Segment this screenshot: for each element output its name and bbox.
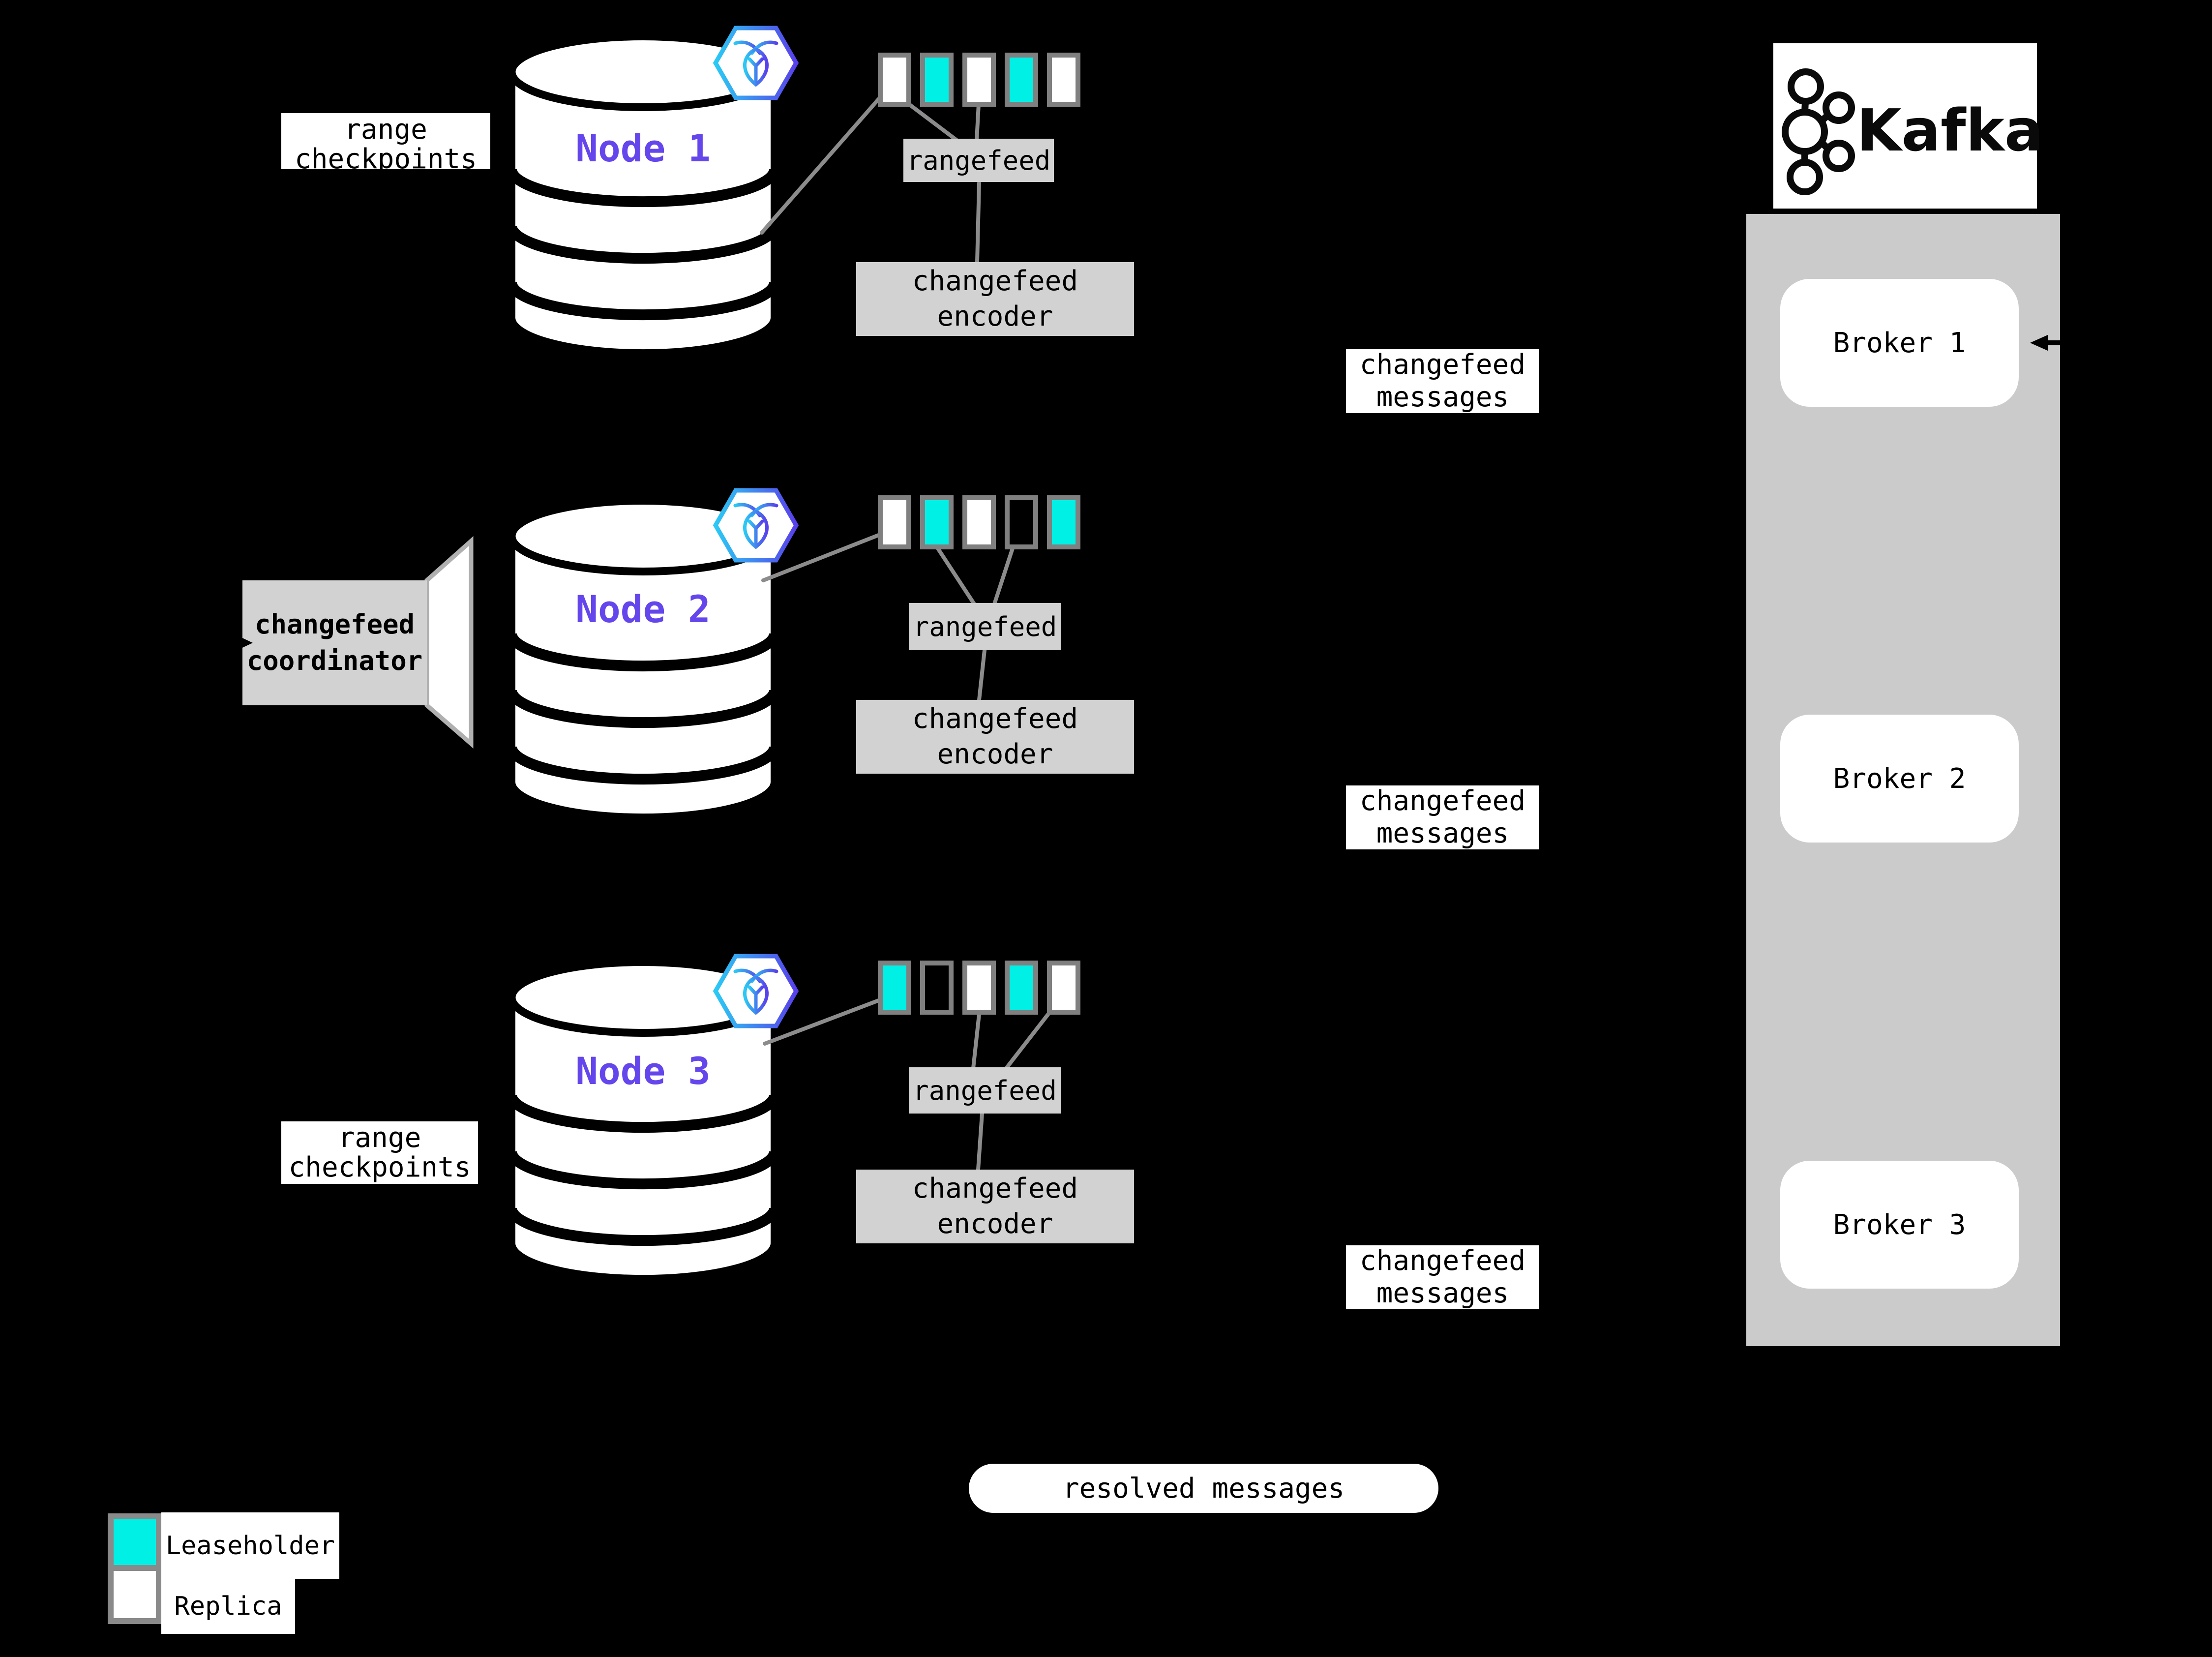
broker-3: Broker 3: [1780, 1161, 2019, 1289]
range-leaseholder: [920, 53, 954, 107]
node-1-changefeed-encoder-box: changefeed encoder: [856, 262, 1134, 336]
coordinator-incoming-arrowhead: [237, 635, 253, 650]
range-replica: [962, 53, 996, 107]
node-1-range-checkpoints-label: range checkpoints: [281, 113, 490, 169]
range-empty: [920, 961, 954, 1015]
kafka-logo-icon: [1782, 68, 1855, 195]
range-leaseholder: [1005, 961, 1038, 1015]
changefeed-coordinator-label: changefeed coordinator: [242, 580, 427, 705]
node-1-label: Node 1: [575, 126, 711, 170]
legend-leaseholder-label: Leaseholder: [161, 1512, 339, 1579]
node-3-label: Node 3: [575, 1049, 711, 1093]
broker-2: Broker 2: [1780, 715, 2019, 843]
broker-3-label: Broker 3: [1833, 1208, 1966, 1241]
range-replica: [962, 495, 996, 549]
node-3-changefeed-encoder-box: changefeed encoder: [856, 1170, 1134, 1243]
legend-replica-label: Replica: [161, 1579, 295, 1634]
legend-replica-swatch: [108, 1565, 162, 1624]
broker-1-label: Broker 1: [1833, 327, 1966, 359]
node-3-changefeed-messages-label: changefeed messages: [1346, 1245, 1539, 1309]
range-replica: [962, 961, 996, 1015]
range-replica: [1047, 53, 1080, 107]
range-leaseholder: [1047, 495, 1080, 549]
broker-1: Broker 1: [1780, 279, 2019, 407]
range-leaseholder: [1005, 53, 1038, 107]
node-2-changefeed-encoder-box: changefeed encoder: [856, 700, 1134, 774]
broker-1-incoming-arrowhead: [2030, 335, 2048, 351]
node-3-range-checkpoints-label: range checkpoints: [281, 1121, 478, 1184]
node-2-label: Node 2: [575, 587, 711, 631]
range-replica: [878, 495, 911, 549]
resolved-messages-pill: resolved messages: [969, 1464, 1438, 1513]
node-3-rangefeed-box: rangefeed: [909, 1067, 1061, 1114]
range-leaseholder: [878, 961, 911, 1015]
coordinator-flag: [424, 536, 474, 749]
range-leaseholder: [920, 495, 954, 549]
range-empty: [1005, 495, 1038, 549]
kafka-brand: Kafka: [1856, 96, 2044, 164]
broker-2-label: Broker 2: [1833, 762, 1966, 795]
node-2-changefeed-messages-label: changefeed messages: [1346, 785, 1539, 849]
connector-lines: [760, 97, 1051, 1172]
node-1-changefeed-messages-label: changefeed messages: [1346, 349, 1539, 413]
range-rect-rows: [878, 53, 1080, 1015]
node-1-rangefeed-box: rangefeed: [903, 139, 1054, 182]
range-replica: [878, 53, 911, 107]
range-replica: [1047, 961, 1080, 1015]
legend-leaseholder-swatch: [108, 1513, 162, 1571]
node-2-rangefeed-box: rangefeed: [909, 603, 1061, 650]
